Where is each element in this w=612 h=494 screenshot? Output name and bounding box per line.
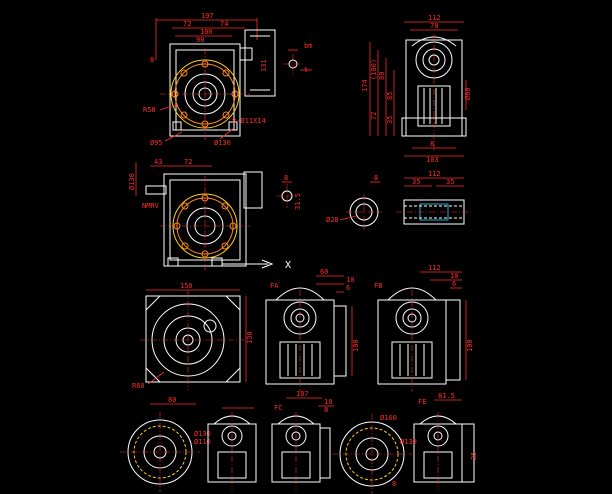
label-fe: FE [418, 398, 426, 406]
bottom-round-flange-2: Ø160 8 [332, 414, 412, 494]
dim-mid-72: 72 [184, 158, 192, 166]
dim-shaft-d28: Ø28 [326, 216, 339, 224]
dim-key-8: 8 [284, 174, 288, 182]
label-fb: FB [374, 282, 382, 290]
dim-fb-100: 100 [466, 339, 474, 352]
dim-side-80: 80 [378, 72, 386, 80]
dim-fb-10: 10 [450, 272, 458, 280]
dim-fb-6: 6 [452, 280, 456, 288]
dim-side-d60: Ø60 [464, 87, 472, 100]
label-d130: Ø130 [214, 139, 231, 147]
dim-side-103: 103 [426, 156, 439, 164]
label-d95: Ø95 [150, 139, 163, 147]
dim-shaft-112: 112 [428, 170, 441, 178]
dim-bottom-8: 8 [324, 406, 328, 414]
dim-8: 8 [150, 56, 154, 64]
dim-74: 74 [220, 20, 228, 28]
axis-label-x: X [285, 260, 291, 271]
dim-flange-130: 130 [246, 331, 254, 344]
mid-view-gearbox: 43 72 Ø130 NMRV [128, 158, 263, 270]
dim-bottom-10: 10 [324, 398, 332, 406]
dim-side-85: 85 [386, 92, 394, 100]
dim-key-31: 31.5 [294, 193, 302, 210]
dim-bottom-d160: Ø160 [380, 414, 397, 422]
dim-bottom-d110: Ø110 [194, 438, 211, 446]
label-r58: R58 [143, 106, 156, 114]
dim-bottom-80: 80 [168, 396, 176, 404]
shaft-section-round: 8 Ø28 [326, 174, 382, 230]
label-nmrv: NMRV [142, 202, 160, 210]
fa-view: FA 60 10 6 100 [265, 268, 360, 392]
dim-shaft-35b: 35 [446, 178, 454, 186]
dim-fb-112: 112 [428, 264, 441, 272]
dim-bottom-8b: 8 [392, 480, 396, 488]
dim-bottom-d130b: Ø130 [400, 438, 417, 446]
label-bm: bm [304, 42, 312, 50]
fc-view: FC 107 10 8 [271, 390, 334, 490]
dim-197: 197 [201, 12, 214, 20]
dim-side-70: 70 [430, 22, 438, 30]
dim-fa-60: 60 [320, 268, 328, 276]
dim-90: 90 [196, 36, 204, 44]
fb-view: FB 112 10 6 100 [374, 264, 474, 392]
label-flange-r60: R60 [132, 382, 145, 390]
dim-bottom-25: 25 [470, 452, 478, 460]
dim-bottom-107: 107 [296, 390, 309, 398]
dim-100: 100 [200, 28, 213, 36]
dim-side-112: 112 [428, 14, 441, 22]
dim-shaft-35a: 35 [412, 178, 420, 186]
dim-shaft-8: 8 [374, 174, 378, 182]
dim-side-72: 72 [370, 112, 378, 120]
label-fa: FA [270, 282, 279, 290]
dim-mid-43: 43 [154, 158, 162, 166]
bottom-gearbox-1 [207, 407, 257, 490]
dim-side-174: 174 [361, 79, 369, 92]
dim-72: 72 [183, 20, 191, 28]
dim-side-35: 35 [386, 116, 394, 124]
dim-bottom-d130: Ø130 [194, 430, 211, 438]
side-view-gearbox: 112 70 174 (100) 80 85 72 35 8 103 Ø60 [361, 14, 472, 164]
dim-mid-d130: Ø130 [128, 173, 136, 190]
key-detail-top: bm t [283, 42, 312, 74]
shaft-section-long: 112 35 35 [396, 170, 472, 225]
label-fc: FC [274, 404, 282, 412]
dim-bottom-81: 81.5 [438, 392, 455, 400]
dim-side-8: 8 [430, 140, 434, 148]
dim-flange-150: 150 [180, 282, 193, 290]
label-hole: 8-Ø11X14 [232, 117, 266, 125]
flange-plan-view: 150 130 R60 [132, 282, 254, 390]
front-view-gearbox: 197 72 74 100 90 8 131 R58 8-Ø11X14 Ø95 [143, 12, 276, 147]
axis-arrow: X [222, 259, 291, 271]
bottom-round-flange-1: 80 Ø110 Ø130 [120, 396, 211, 492]
key-detail-mid: 8 31.5 [276, 174, 302, 210]
dim-fa-6: 6 [346, 284, 350, 292]
dim-131: 131 [260, 59, 268, 72]
dim-fa-100: 100 [352, 339, 360, 352]
fe-view: FE 81.5 Ø130 25 [400, 392, 478, 490]
dim-fa-10: 10 [346, 276, 354, 284]
dim-side-100: (100) [370, 59, 378, 80]
